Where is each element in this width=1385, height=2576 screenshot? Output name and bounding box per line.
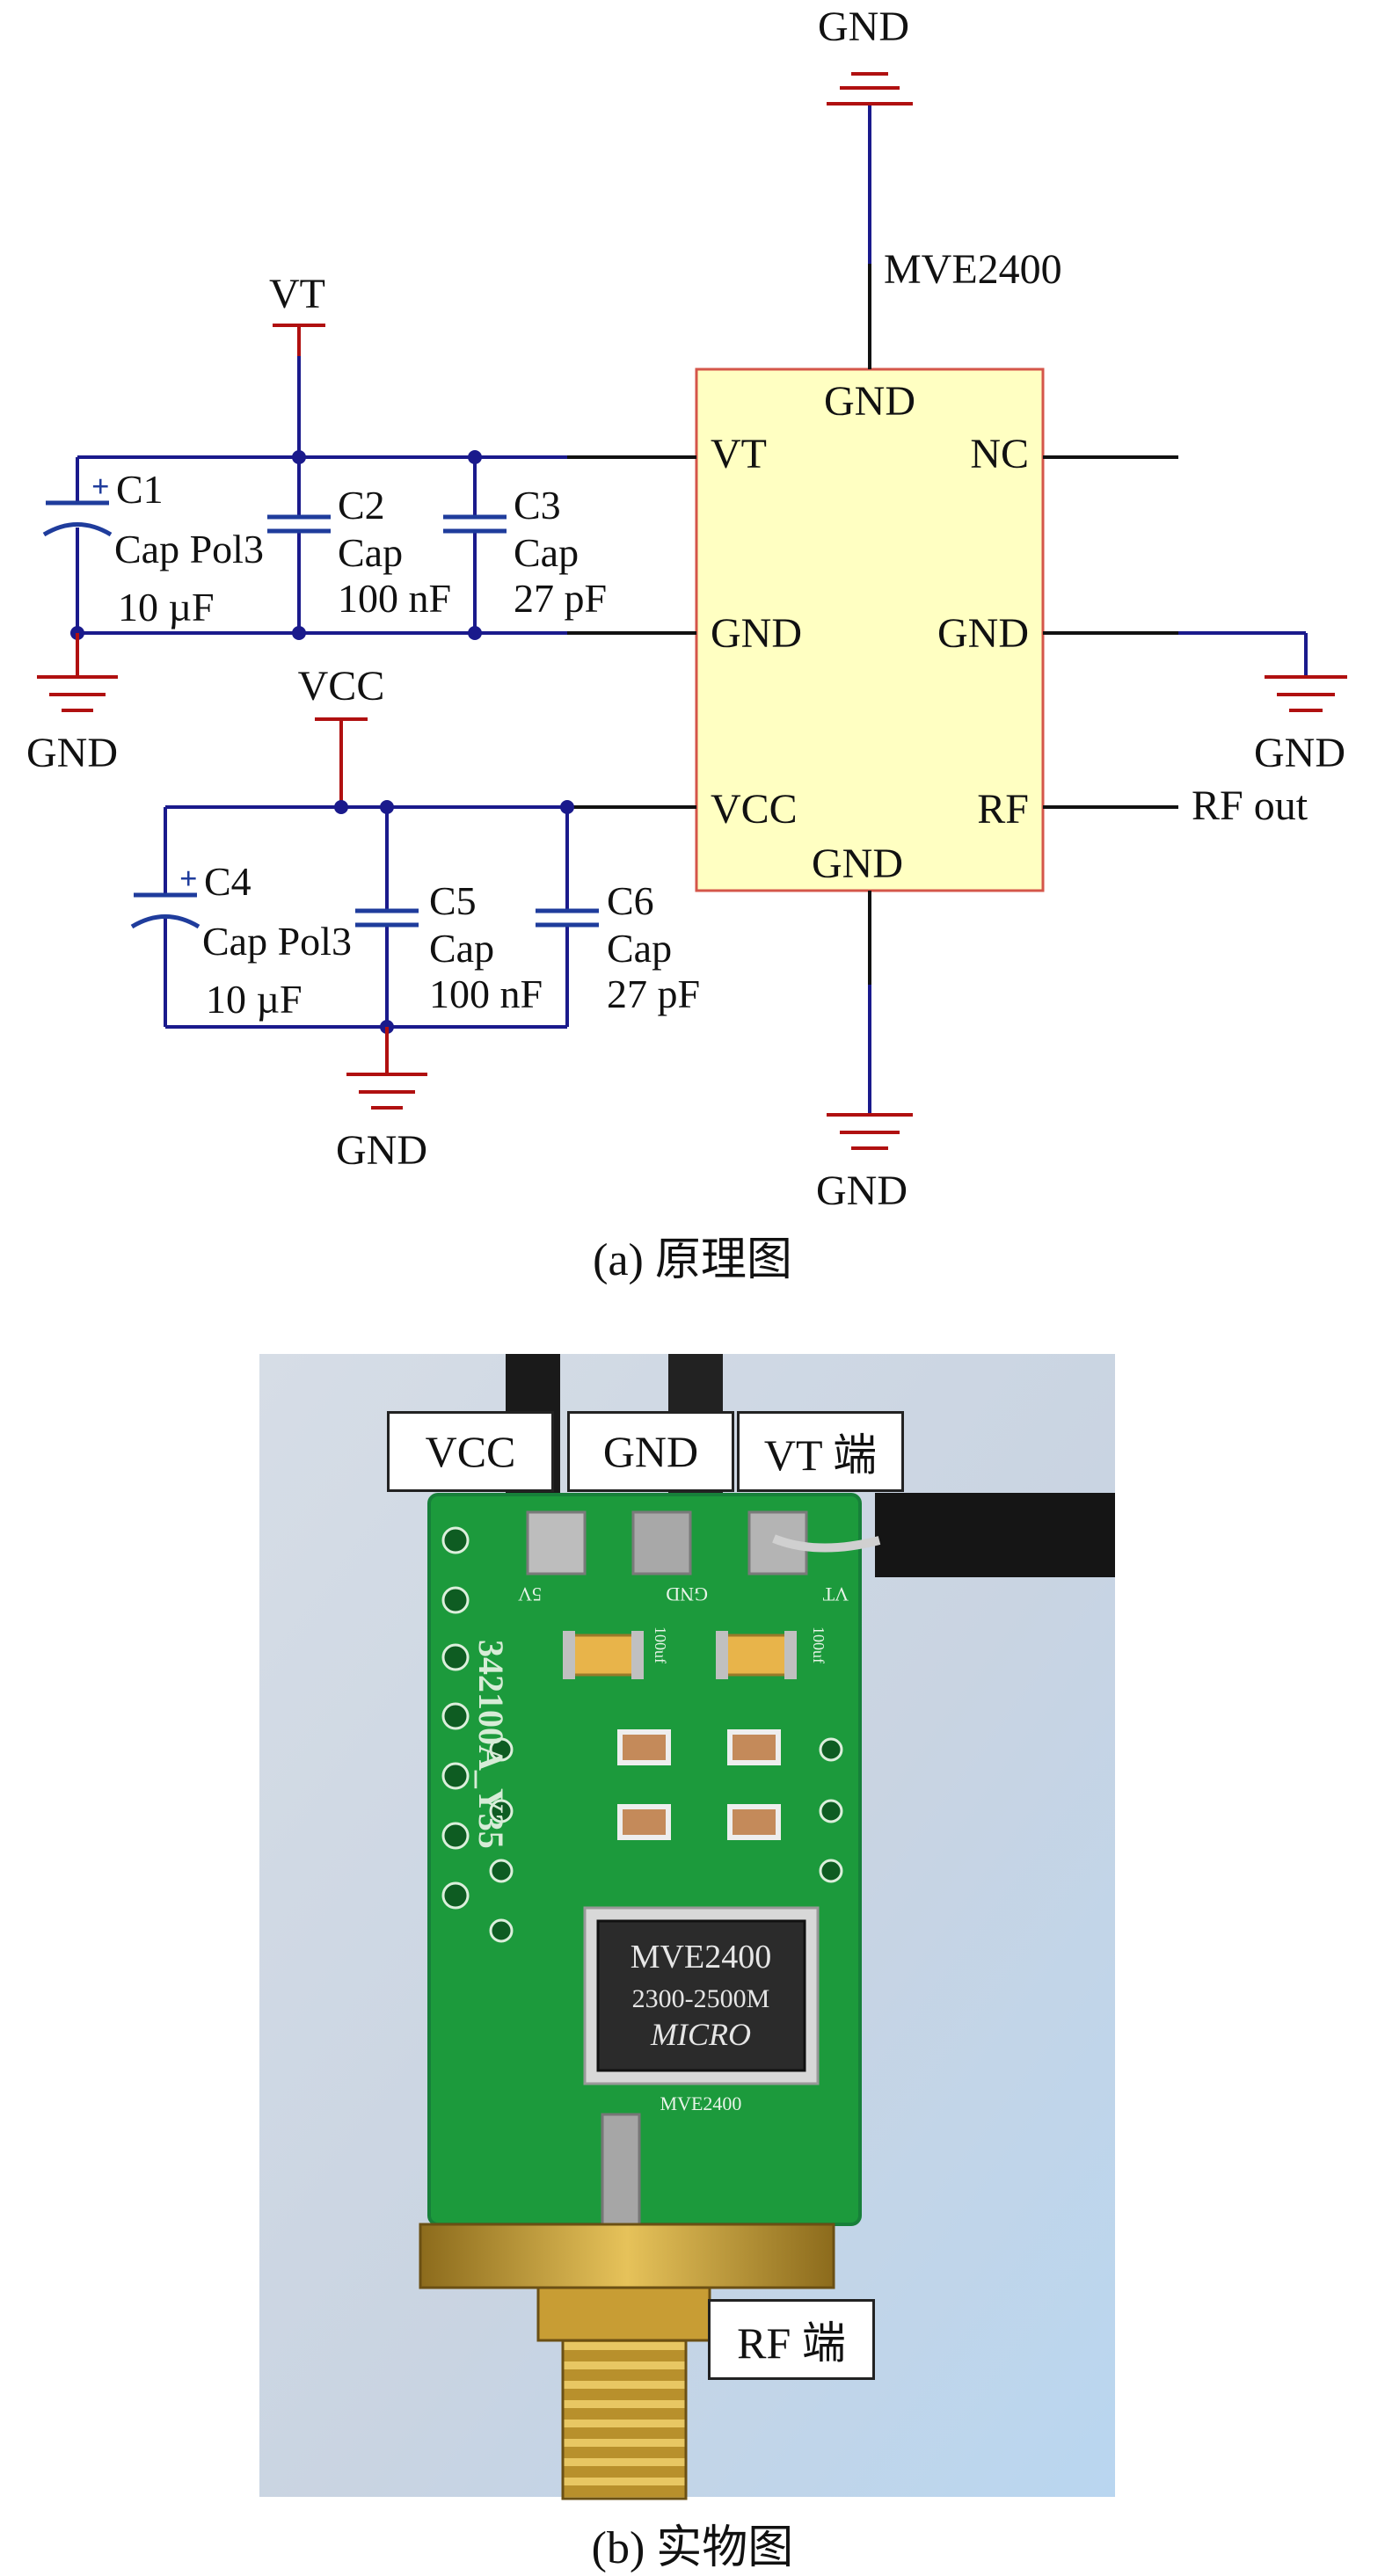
cap-c2-ref: C2 xyxy=(338,483,385,528)
net-gnd-left: GND xyxy=(26,730,118,776)
pad-gnd xyxy=(631,1510,692,1575)
net-gnd-right: GND xyxy=(1254,730,1345,776)
cap-c3-type: Cap xyxy=(514,530,579,575)
silk-100uf-a: 100uf xyxy=(652,1626,669,1663)
pad-vcc xyxy=(526,1510,587,1575)
pin-nc: NC xyxy=(970,431,1029,477)
tantalum-cap-2 xyxy=(721,1634,791,1677)
schematic: GND MVE2400 GND VT NC GND GND VCC RF GND… xyxy=(26,4,1347,1214)
label-gnd: GND xyxy=(567,1411,734,1492)
tantalum-cap-1 xyxy=(568,1634,638,1677)
pcb xyxy=(427,1493,862,2226)
cap-c2-value: 100 nF xyxy=(338,576,451,621)
ground-symbol-bottom xyxy=(827,1113,913,1150)
label-vcc: VCC xyxy=(387,1411,554,1492)
cap-c4-value: 10 µF xyxy=(206,977,303,1022)
cap-c5-value: 100 nF xyxy=(429,971,543,1016)
cap-c1-plus: + xyxy=(91,469,110,504)
ground-symbol-left xyxy=(37,675,118,712)
sma-thread xyxy=(561,2339,688,2500)
cap-c4-curve xyxy=(130,914,200,929)
cap-c5-ref: C5 xyxy=(429,878,477,923)
cap-c1-value: 10 µF xyxy=(118,585,215,629)
cap-c6-value: 27 pF xyxy=(607,971,700,1016)
silk-5v: 5V xyxy=(518,1583,542,1605)
silk-gnd: GND xyxy=(666,1583,708,1605)
net-vcc: VCC xyxy=(298,663,385,709)
cap-c1-type: Cap Pol3 xyxy=(114,527,264,571)
silk-vt: VT xyxy=(822,1583,849,1605)
via-column xyxy=(441,1526,843,1943)
ground-symbol-right xyxy=(1265,675,1347,712)
caption-b: (b) 实物图 xyxy=(591,2523,794,2573)
board-id-text: 342100A_Y35 xyxy=(471,1640,511,1849)
pin-gnd-bottom: GND xyxy=(812,840,903,887)
net-gnd-bottom: GND xyxy=(816,1168,908,1214)
pin-gnd-left: GND xyxy=(711,610,802,657)
label-vt: VT 端 xyxy=(737,1411,904,1492)
label-rf: RF 端 xyxy=(708,2299,875,2380)
cap-c3-value: 27 pF xyxy=(514,576,607,621)
silk-100uf-b: 100uf xyxy=(810,1626,827,1663)
ceramic-caps xyxy=(617,1729,781,1840)
net-gnd-mid: GND xyxy=(336,1127,427,1174)
cap-c6-ref: C6 xyxy=(607,878,654,923)
ground-symbol-top xyxy=(827,72,913,106)
net-rf-out: RF out xyxy=(1192,782,1308,829)
ic-name-label: MVE2400 xyxy=(884,246,1062,293)
cap-c5-type: Cap xyxy=(429,926,494,971)
cap-c4-type: Cap Pol3 xyxy=(202,919,352,964)
board-photo: 5V GND VT 342100A_Y35 100uf 100uf MVE240… xyxy=(259,1354,1115,2500)
pin-gnd-right: GND xyxy=(937,610,1029,657)
ground-symbol-mid xyxy=(346,1073,427,1110)
cap-c6-type: Cap xyxy=(607,926,672,971)
silk-chip-name: MVE2400 xyxy=(660,2092,742,2114)
sma-flange xyxy=(419,2223,835,2289)
pin-vcc: VCC xyxy=(711,786,798,833)
vco-chip xyxy=(596,1919,806,2072)
net-vt: VT xyxy=(269,271,325,317)
pin-gnd-top: GND xyxy=(824,378,915,425)
vt-wire xyxy=(772,1534,881,1553)
cap-c3-ref: C3 xyxy=(514,483,561,528)
pin-vt: VT xyxy=(711,431,767,477)
chip-line-1: MVE2400 xyxy=(631,1939,771,1976)
chip-line-2: 2300-2500M xyxy=(632,1984,770,2013)
ic-body xyxy=(695,367,1045,892)
net-gnd-top: GND xyxy=(818,4,909,50)
sma-body xyxy=(536,2286,711,2342)
cable-vt xyxy=(875,1493,1115,1577)
cap-c4-ref: C4 xyxy=(204,859,251,904)
cap-c1-ref: C1 xyxy=(116,467,164,512)
caption-a: (a) 原理图 xyxy=(593,1235,792,1285)
cap-c4-plus: + xyxy=(179,861,198,896)
chip-line-3: MICRO xyxy=(650,2017,751,2052)
cap-c1-curve xyxy=(42,522,113,537)
pin-rf: RF xyxy=(977,786,1029,833)
cap-c2-type: Cap xyxy=(338,530,403,575)
